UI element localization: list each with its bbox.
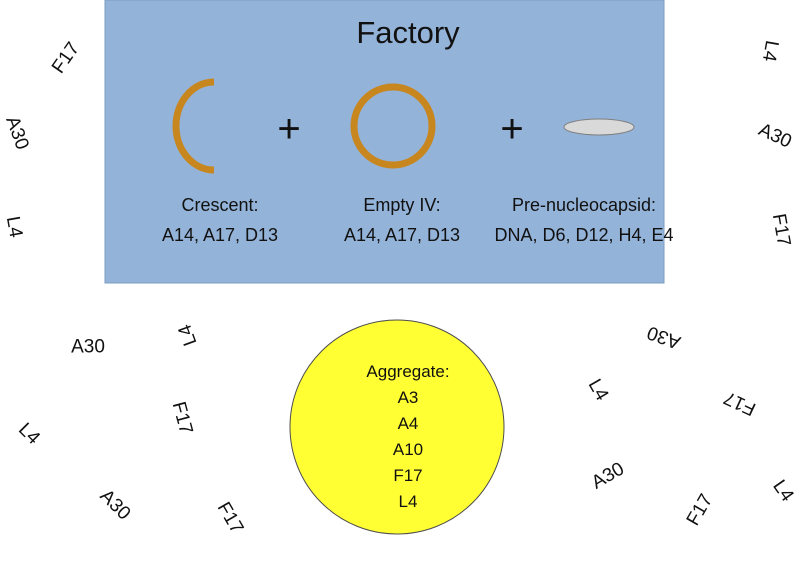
pre-nucleocapsid-shape: [563, 118, 635, 136]
aggregate: Aggregate: A3 A4 A10 F17 L4: [289, 319, 505, 535]
factory-title: Factory: [356, 15, 460, 50]
aggregate-protein: F17: [393, 466, 422, 485]
scattered-protein-label: L4: [2, 215, 26, 240]
scattered-protein-label: A30: [755, 119, 795, 152]
scattered-protein-label: L4: [14, 419, 44, 449]
aggregate-protein: L4: [399, 492, 418, 511]
pre-nucleocapsid-proteins: DNA, D6, D12, H4, E4: [494, 225, 673, 245]
scattered-protein-label: A30: [1, 114, 32, 153]
factory-box: [104, 0, 665, 284]
scattered-protein-label: L4: [768, 476, 798, 506]
crescent-name: Crescent:: [181, 195, 258, 215]
scattered-protein-label: L4: [758, 39, 782, 64]
aggregate-circle: [289, 319, 505, 535]
scattered-protein-label: F17: [168, 399, 197, 436]
aggregate-protein: A10: [393, 440, 423, 459]
aggregate-title: Aggregate:: [366, 362, 449, 381]
scattered-protein-label: F17: [721, 387, 760, 420]
empty-iv-name: Empty IV:: [363, 195, 440, 215]
scattered-protein-label: F17: [768, 212, 794, 248]
scattered-protein-label: L4: [584, 376, 613, 405]
factory-panel: Factory + + Crescent: A14, A17, D13 Empt…: [104, 0, 674, 284]
scattered-protein-label: F17: [48, 39, 84, 78]
scattered-protein-label: F17: [683, 491, 718, 530]
aggregate-protein: A4: [398, 414, 419, 433]
scattered-protein-label: A30: [71, 337, 105, 358]
scattered-protein-label: A30: [96, 486, 135, 525]
scattered-protein-label: A30: [588, 458, 628, 493]
plus-sign-2: +: [500, 107, 523, 151]
empty-iv-proteins: A14, A17, D13: [344, 225, 460, 245]
empty-iv-shape: [350, 83, 436, 169]
plus-sign-1: +: [277, 107, 300, 151]
scattered-protein-label: A30: [645, 321, 684, 352]
crescent-proteins: A14, A17, D13: [162, 225, 278, 245]
aggregate-protein: A3: [398, 388, 419, 407]
crescent-shape: [172, 78, 215, 174]
pre-nucleocapsid-name: Pre-nucleocapsid:: [512, 195, 656, 215]
scattered-protein-label: L4: [174, 321, 201, 348]
scattered-protein-label: F17: [213, 499, 248, 538]
